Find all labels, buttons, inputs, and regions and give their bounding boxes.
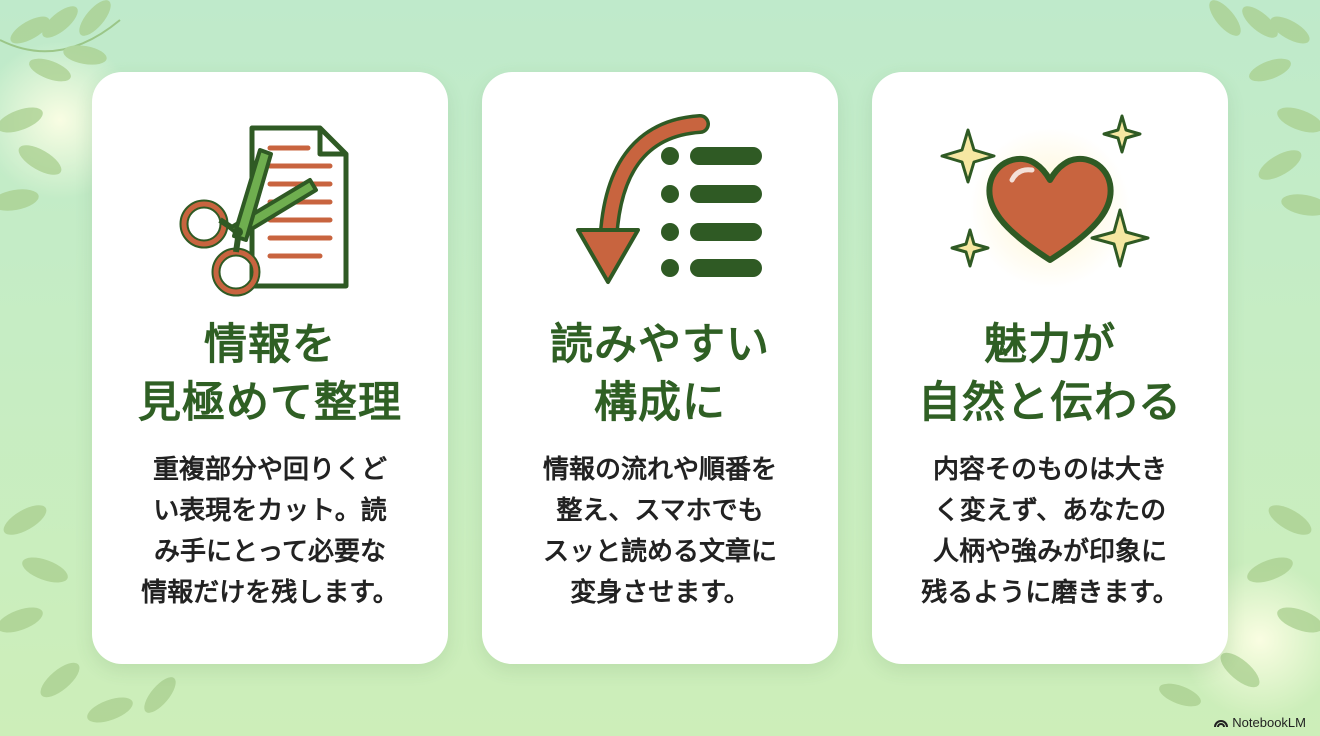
brand-label: NotebookLM (1232, 715, 1306, 730)
leaf-branch-bottom-left (0, 505, 176, 723)
notebooklm-logo-icon (1214, 719, 1229, 727)
leaf-branch-top-right (1209, 0, 1320, 216)
leaf-branch-bottom-right (1159, 505, 1320, 707)
card-title-line: 魅力が (984, 320, 1116, 370)
card-description-line: い表現をカット。読 (153, 496, 387, 526)
card-title-line: 自然と伝わる (918, 378, 1182, 428)
card-description: 情報の流れや順番を 整え、スマホでも スッと読める文章に 変身させます。 (514, 450, 806, 614)
card-description-line: 整え、スマホでも (556, 496, 764, 526)
card-title-line: 見極めて整理 (138, 378, 402, 428)
card-description-line: 変身させます。 (570, 578, 750, 608)
card-title-line: 構成に (594, 378, 726, 428)
card-description: 重複部分や回りくど い表現をカット。読 み手にとって必要な 情報だけを残します。 (124, 450, 416, 614)
leaf-branch-top-left (0, 0, 121, 211)
card-title-line: 読みやすい (550, 320, 770, 370)
feature-card-organize: 情報を 見極めて整理 重複部分や回りくど い表現をカット。読 み手にとって必要な… (92, 72, 448, 664)
feature-card-structure: 読みやすい 構成に 情報の流れや順番を 整え、スマホでも スッと読める文章に 変… (482, 72, 838, 664)
feature-card-appeal: 魅力が 自然と伝わる 内容そのものは大き く変えず、あなたの 人柄や強みが印象に… (872, 72, 1228, 664)
card-description-line: 残るように磨きます。 (921, 578, 1179, 608)
card-description-line: 内容そのものは大き (932, 455, 1167, 485)
card-description: 内容そのものは大き く変えず、あなたの 人柄や強みが印象に 残るように磨きます。 (904, 450, 1196, 614)
scissors-document-icon (92, 110, 448, 300)
card-description-line: 情報の流れや順番を (542, 455, 777, 485)
notebooklm-watermark: NotebookLM (1214, 715, 1306, 730)
card-description-line: く変えず、あなたの (933, 496, 1167, 526)
card-description-line: み手にとって必要な (154, 537, 386, 567)
card-description-line: 重複部分や回りくど (152, 455, 387, 485)
card-description-line: スッと読める文章に (542, 537, 777, 567)
reorder-list-icon (482, 110, 838, 300)
card-title: 情報を 見極めて整理 (92, 316, 448, 432)
card-title: 魅力が 自然と伝わる (872, 316, 1228, 432)
sparkling-heart-icon (872, 110, 1228, 300)
card-title: 読みやすい 構成に (482, 316, 838, 432)
card-description-line: 人柄や強みが印象に (932, 537, 1167, 567)
card-description-line: 情報だけを残します。 (141, 578, 399, 608)
card-title-line: 情報を (204, 320, 336, 370)
